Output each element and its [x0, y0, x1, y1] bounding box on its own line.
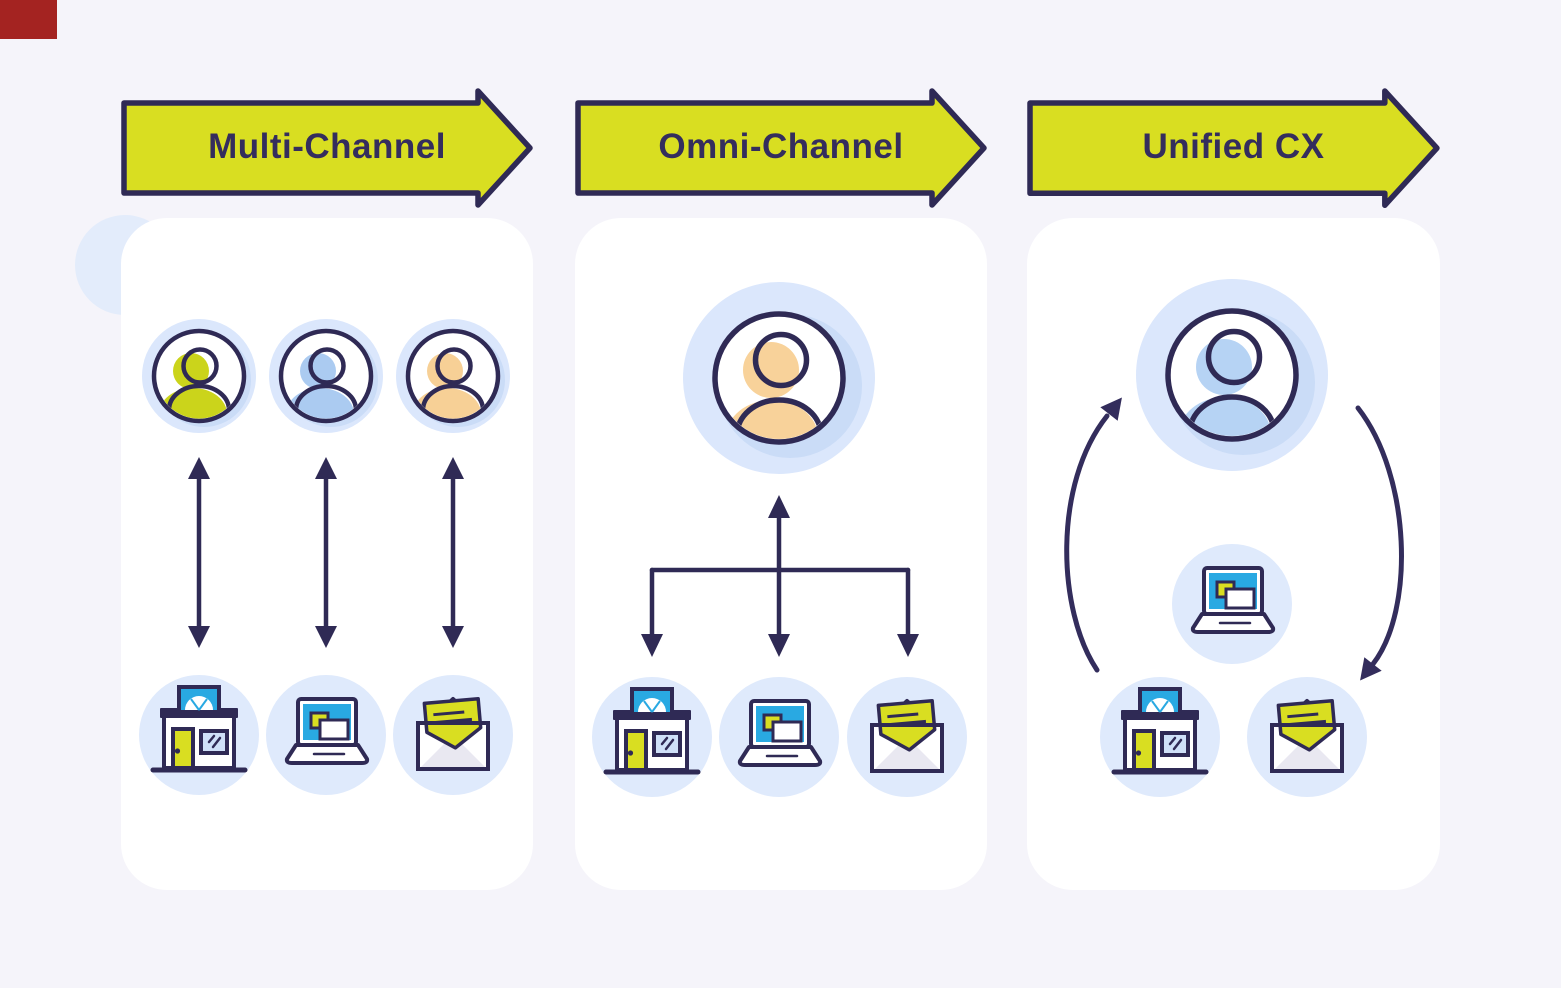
- two-way-arrow-icon: [183, 455, 215, 650]
- cycle-arrow-up-icon: [1064, 413, 1110, 673]
- cycle-arrows: [1064, 397, 1404, 681]
- store-icon: [139, 675, 259, 795]
- laptop-icon: [266, 675, 386, 795]
- email-icon: [847, 677, 967, 797]
- stage-arrow-label: Omni-Channel: [658, 127, 904, 166]
- panel-omni-channel: [575, 218, 987, 890]
- customer-avatar-icon: [393, 316, 513, 436]
- stage-arrow-omni-channel: Omni-Channel: [575, 88, 987, 208]
- email-icon: [393, 675, 513, 795]
- stage-arrow-unified-cx: Unified CX: [1027, 88, 1440, 208]
- laptop-icon: [1172, 544, 1292, 664]
- stage-arrow-label: Multi-Channel: [208, 127, 446, 166]
- panel-unified-cx: [1027, 218, 1440, 890]
- panel-multi-channel: [121, 218, 533, 890]
- laptop-icon: [719, 677, 839, 797]
- corner-marker: [0, 0, 57, 39]
- stage-arrow-label: Unified CX: [1142, 127, 1325, 166]
- customer-avatar-icon: [679, 278, 879, 478]
- two-way-arrow-icon: [310, 455, 342, 650]
- email-icon: [1247, 677, 1367, 797]
- branching-two-way-arrow-icon: [641, 495, 919, 657]
- customer-avatar-icon: [1132, 275, 1332, 475]
- cycle-arrow-down-icon: [1355, 405, 1404, 667]
- store-icon: [1100, 677, 1220, 797]
- two-way-arrow-icon: [437, 455, 469, 650]
- customer-avatar-icon: [266, 316, 386, 436]
- customer-avatar-icon: [139, 316, 259, 436]
- stage-arrow-multi-channel: Multi-Channel: [121, 88, 533, 208]
- store-icon: [592, 677, 712, 797]
